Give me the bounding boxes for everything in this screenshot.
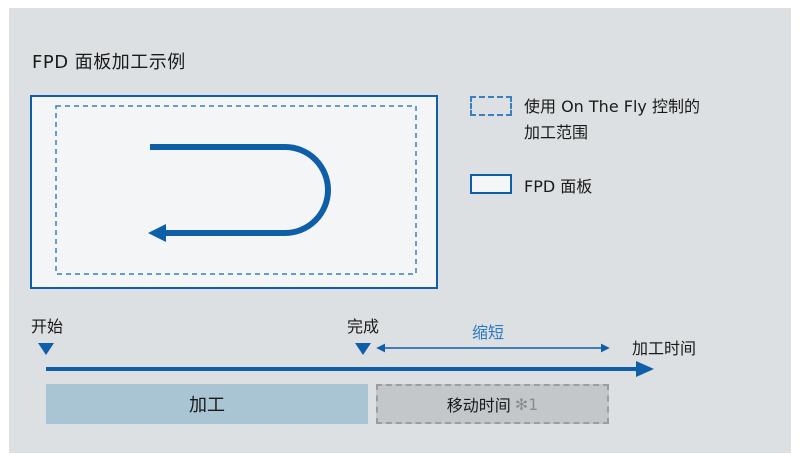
done-label: 完成: [347, 317, 380, 336]
legend-dashed-line1: 使用 On The Fly 控制的: [524, 97, 700, 116]
processing-path-arrowhead: [148, 224, 166, 242]
on-the-fly-range: [55, 105, 417, 275]
processing-bar-label: 加工: [189, 395, 225, 416]
move-time-label: 移动时间: [446, 396, 511, 415]
start-label: 开始: [31, 317, 64, 336]
legend-dashed-line2: 加工范围: [524, 123, 589, 142]
processing-path-line: [150, 144, 331, 236]
time-axis-arrowhead: [636, 361, 654, 377]
legend-solid-swatch: [470, 174, 512, 194]
axis-label: 加工时间: [632, 339, 697, 358]
legend-dashed-label: 使用 On The Fly 控制的 加工范围: [524, 94, 700, 146]
legend-solid-label: FPD 面板: [524, 177, 593, 196]
processing-bar: 加工: [46, 384, 368, 424]
done-marker: [355, 343, 371, 355]
diagram-title: FPD 面板加工示例: [32, 52, 186, 73]
fpd-panel: [30, 95, 438, 289]
start-marker: [38, 343, 54, 355]
move-time-bar: 移动时间 ✻1: [376, 384, 609, 424]
shorten-label: 缩短: [472, 323, 505, 342]
move-time-note: ✻1: [514, 394, 539, 414]
legend-dashed-swatch: [470, 96, 512, 116]
